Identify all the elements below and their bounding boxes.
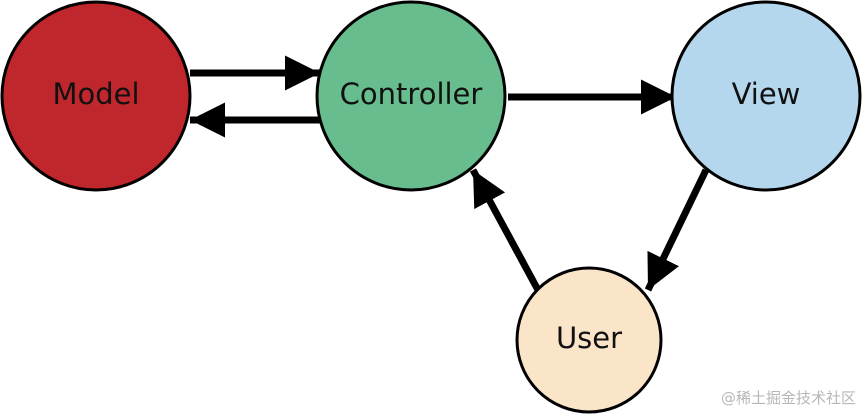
node-view-label: View (732, 77, 801, 111)
node-model-label: Model (52, 77, 139, 111)
node-controller-circle (315, 0, 507, 192)
node-controller-label: Controller (340, 77, 483, 111)
watermark: @稀土掘金技术社区 (720, 389, 856, 407)
node-user: User (515, 266, 663, 414)
node-view-circle (670, 0, 862, 192)
node-user-label: User (556, 321, 622, 355)
node-model-circle (0, 0, 192, 192)
node-model: Model (0, 0, 192, 192)
node-view: View (670, 0, 862, 192)
node-user-circle (515, 266, 663, 414)
edge-user-to-controller (469, 168, 542, 292)
node-controller: Controller (315, 0, 507, 192)
edge-view-to-user (644, 168, 710, 292)
